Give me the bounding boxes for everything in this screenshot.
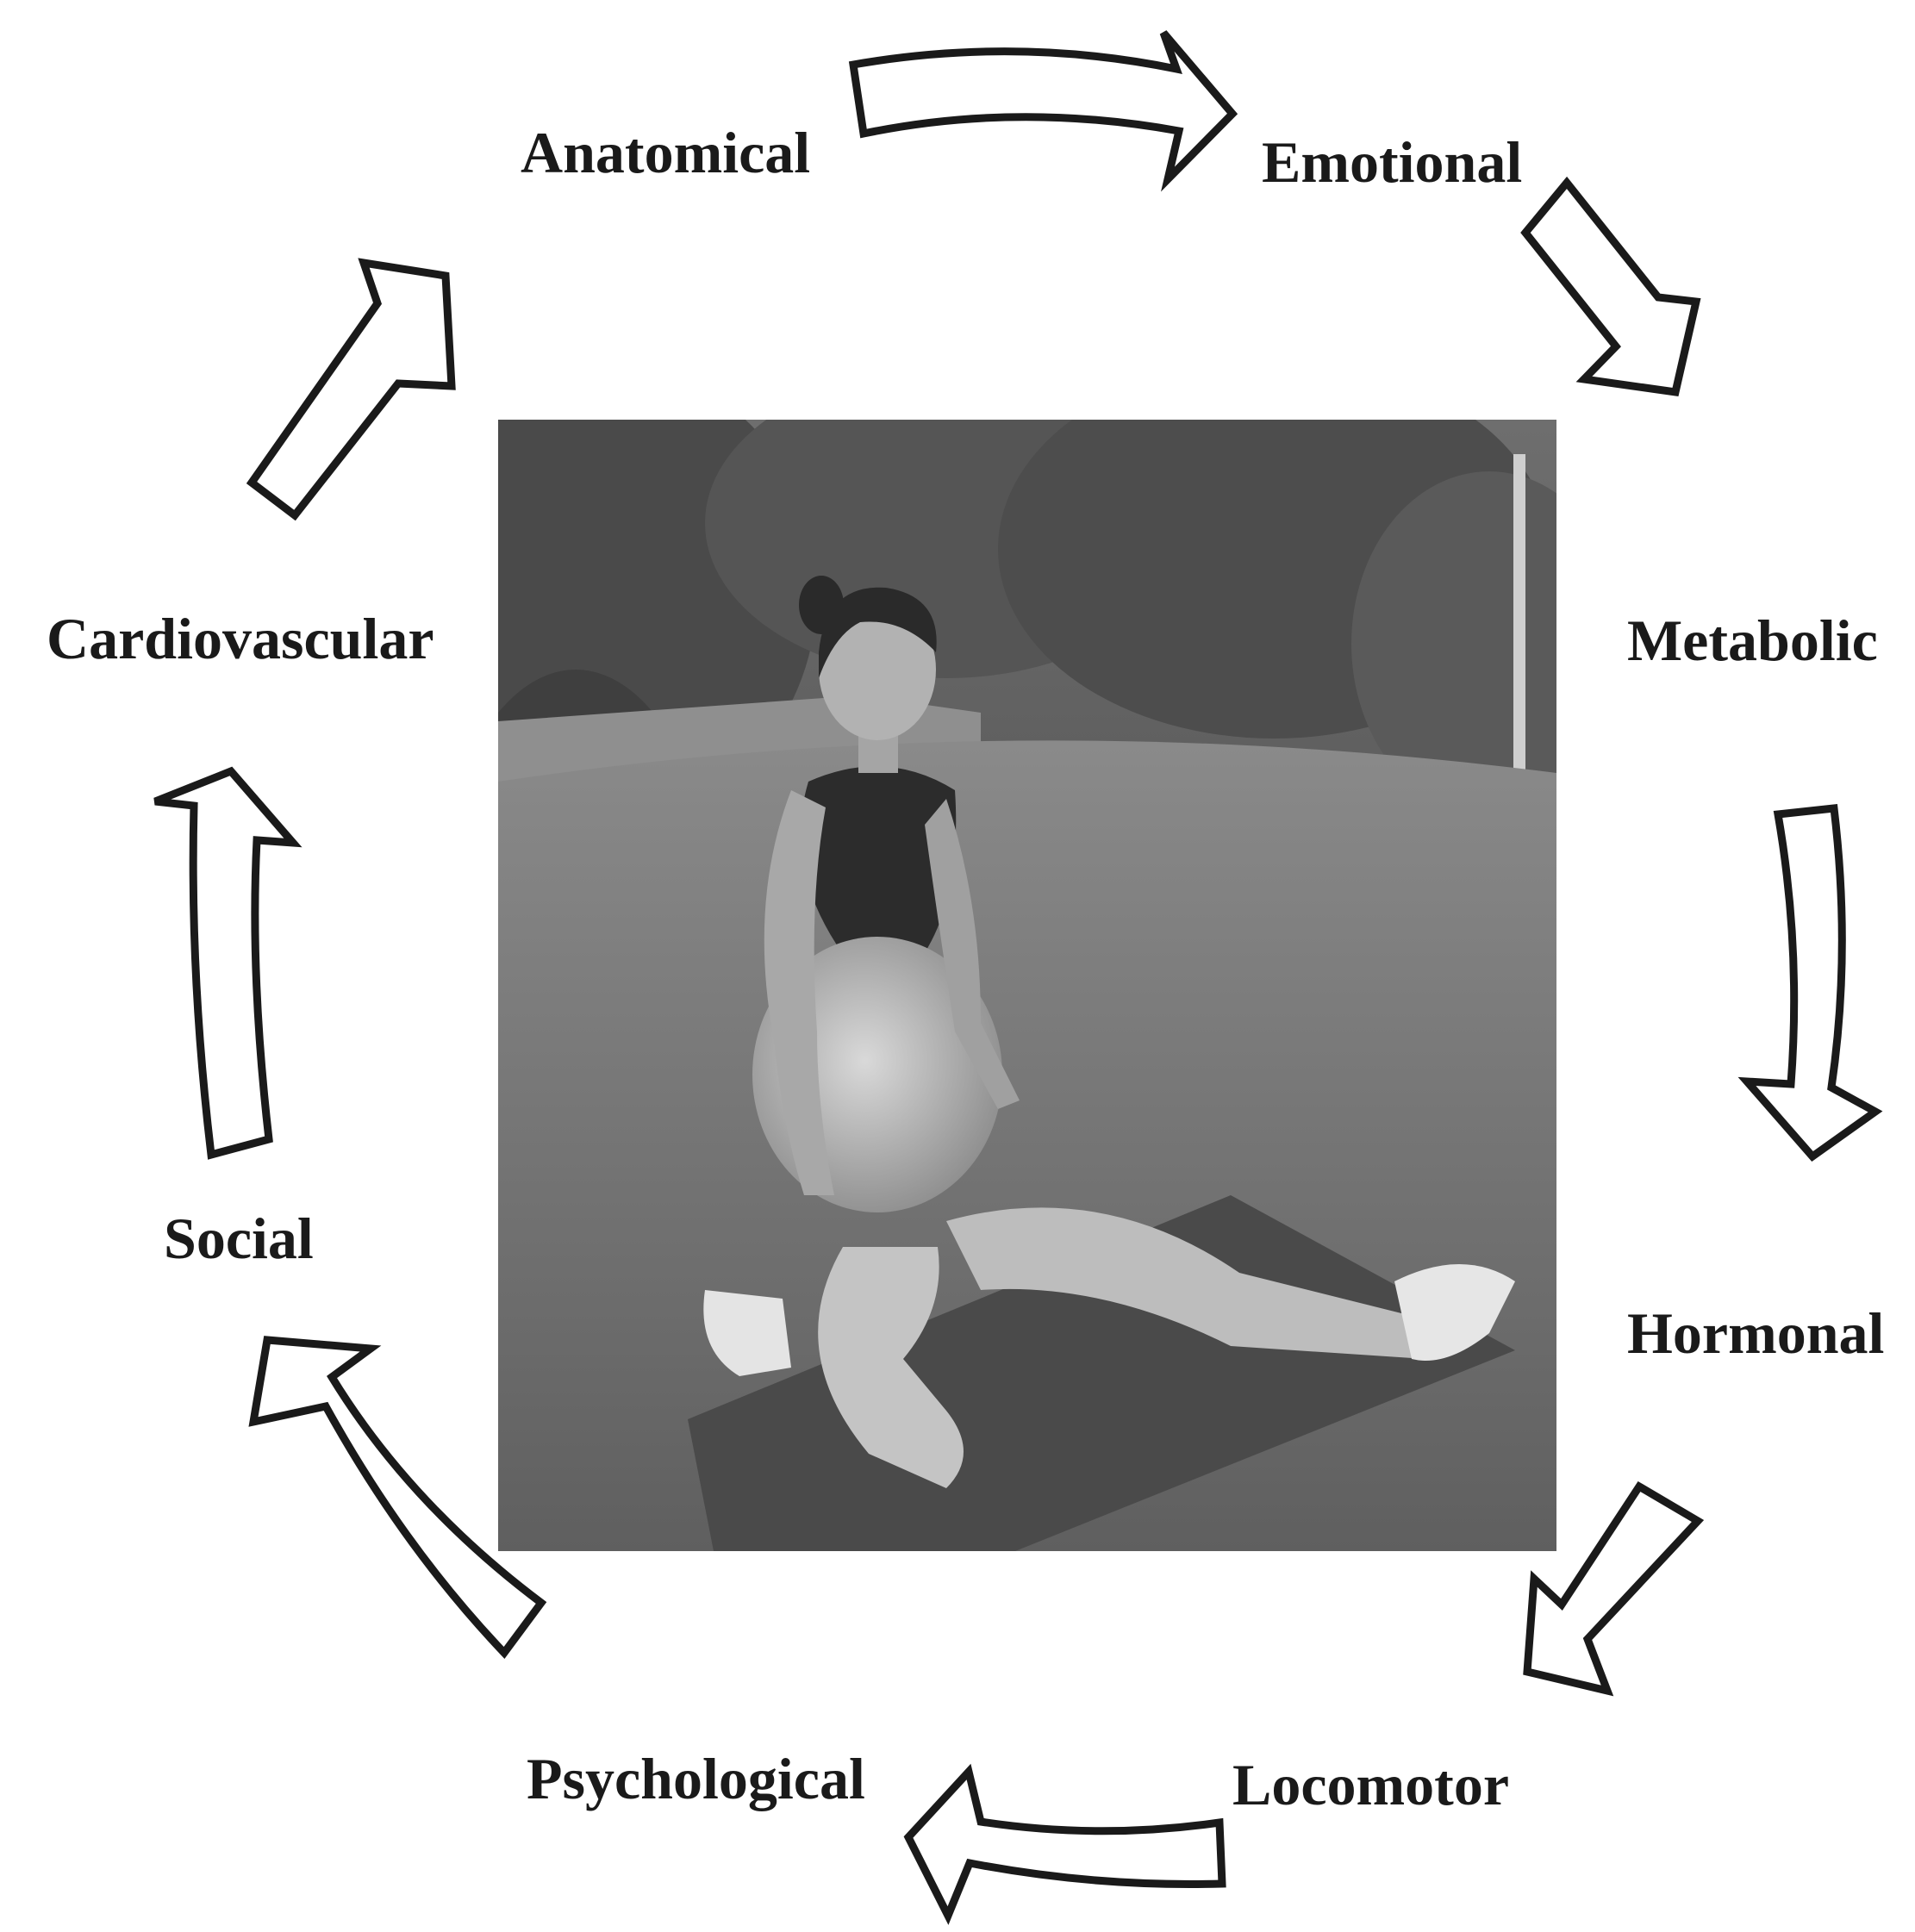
arrow-anatomical-to-emotional bbox=[853, 33, 1232, 179]
arrow-emotional-to-metabolic bbox=[1525, 183, 1696, 392]
arrow-locomotor-to-psychological bbox=[908, 1772, 1222, 1916]
arrow-social-to-cardiovascular bbox=[155, 771, 293, 1155]
center-photo bbox=[498, 420, 1556, 1551]
arrow-metabolic-to-hormonal bbox=[1747, 808, 1875, 1156]
garden-post bbox=[1513, 454, 1525, 782]
arrow-cardiovascular-to-anatomical bbox=[252, 263, 452, 515]
